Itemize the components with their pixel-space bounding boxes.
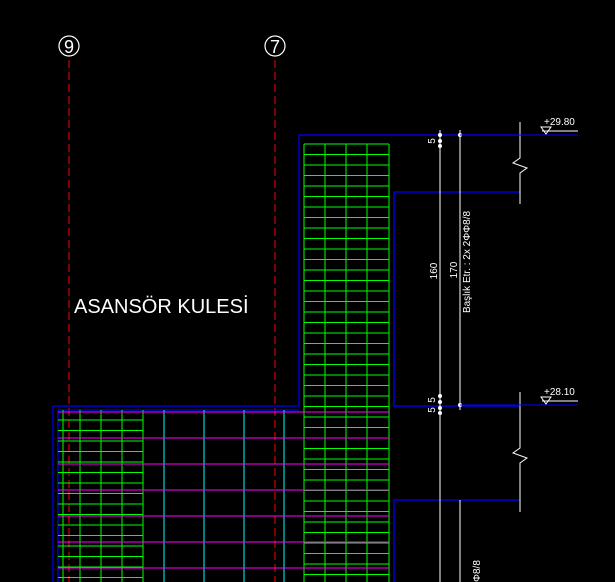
axis-marker-7: 7: [264, 35, 286, 57]
slab-rebar-mesh: [58, 410, 389, 582]
level-lower-label: +28.10: [544, 387, 575, 398]
stirrup-note: Başlık Etr. : 2x 2ΦΦ8/8: [462, 211, 473, 314]
dim-top-cover: 5: [427, 138, 438, 144]
wall-rebar-mesh: [303, 143, 390, 582]
dim-wall-height: 160: [429, 262, 440, 279]
dim-total-height: 170: [449, 261, 460, 278]
dim-mid-cover-b: 5: [427, 407, 438, 413]
break-line-upper: [511, 122, 529, 204]
concrete-outline: [52, 134, 520, 582]
axis-marker-9: 9: [58, 35, 80, 57]
dim-mid-cover-a: 5: [427, 397, 438, 403]
break-line-lower: [511, 392, 529, 512]
axis-label-7: 7: [270, 37, 280, 57]
level-marker-lower: +28.10: [460, 387, 578, 406]
level-upper-label: +29.80: [544, 117, 575, 128]
dimension-lines: [439, 130, 461, 582]
level-marker-upper: +29.80: [460, 117, 578, 136]
drawing-title: ASANSÖR KULESİ: [74, 295, 249, 318]
stirrup-note-partial: Φ8/8: [472, 560, 483, 582]
axis-label-9: 9: [64, 37, 74, 57]
